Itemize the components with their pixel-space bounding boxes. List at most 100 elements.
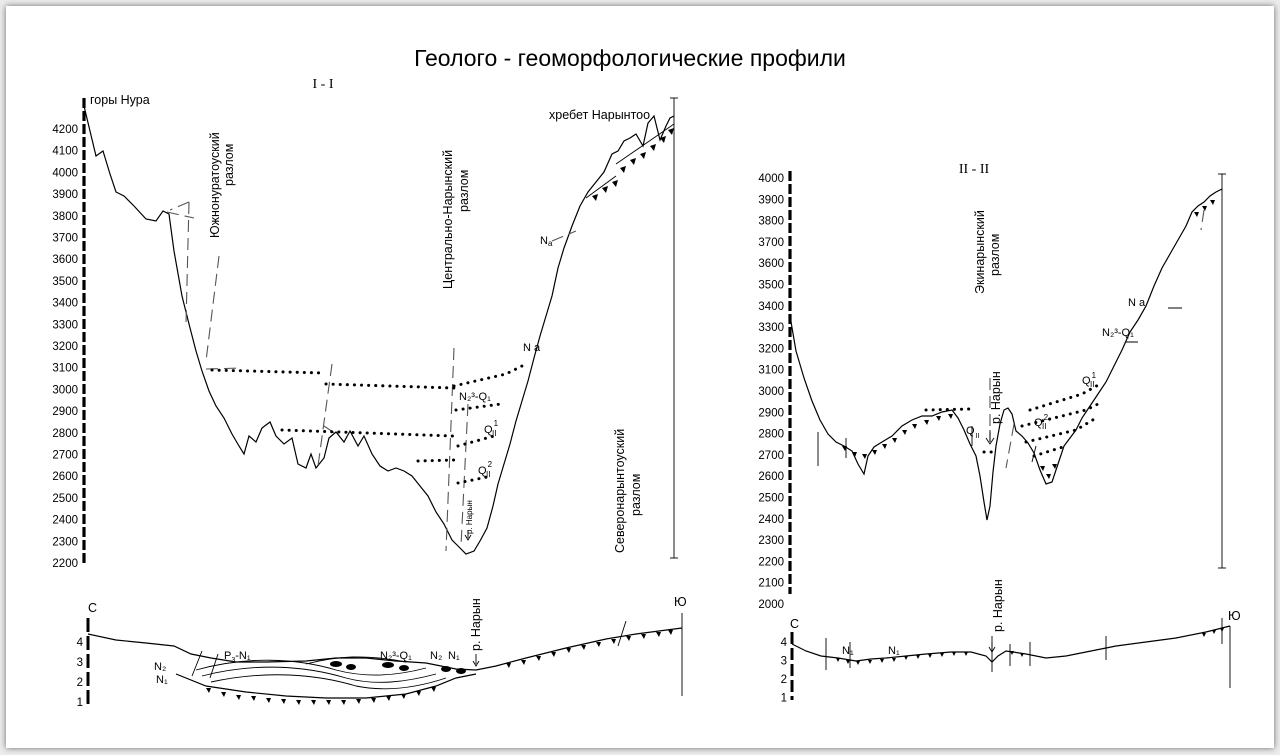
section-1-title: I - I <box>313 77 334 92</box>
section-1-tick-label: 2300 <box>52 536 78 548</box>
lower-1-label-nq: N₂³-Q₁ <box>380 650 412 662</box>
lower-1-blocks <box>330 661 466 674</box>
lower-1-tick-label: 1 <box>77 697 83 709</box>
lower-1-label-n2: N₂ <box>154 661 166 673</box>
section-1-unit-na: N a <box>523 342 541 354</box>
svg-text:р. Нарын: р. Нарын <box>469 598 483 651</box>
lower-1-faults <box>191 620 627 679</box>
section-2-unit-nq: N₂³-Q₁ <box>1102 327 1134 339</box>
lower-2-tick-label: 1 <box>781 693 787 705</box>
section-1-tick-label: 2200 <box>52 558 78 570</box>
svg-text:р. Нарын: р. Нарын <box>465 500 474 534</box>
section-1-tick-label: 2800 <box>52 428 78 440</box>
svg-text:Южнонуратоуский: Южнонуратоуский <box>208 132 222 238</box>
section-1-tick-label: 3000 <box>52 384 78 396</box>
section-1-tick-label: 2600 <box>52 471 78 483</box>
section-2-tick-label: 3100 <box>758 365 784 377</box>
section-1-tick-label: 2500 <box>52 493 78 505</box>
section-1-tick-label: 3500 <box>52 276 78 288</box>
lower-1-river-marker: р. Нарын <box>469 598 483 667</box>
section-2-tick-label: 2600 <box>758 471 784 483</box>
svg-text:р. Нарын: р. Нарын <box>991 579 1005 632</box>
section-1-left-scale: 4200410040003900380037003600350034003300… <box>52 98 86 570</box>
lower-2-label-n1a: N₁ <box>842 645 854 657</box>
lower-1-tick-label: 4 <box>77 637 84 649</box>
section-2-tick-label: 3900 <box>758 194 784 206</box>
section-2-tick-label: 2100 <box>758 578 784 590</box>
section-2-profile <box>789 188 1223 521</box>
lower-2-surface <box>791 625 1231 663</box>
section-2-tick-label: 3300 <box>758 322 784 334</box>
section-1-peak-right: хребет Нарынтоо <box>549 108 650 122</box>
lower-2-tick-label: 3 <box>781 656 787 668</box>
lower-1-label-p: P3-N₁ <box>224 650 251 664</box>
section-1-fault-label-north-naryntoo: Северонарынтоуский разлом <box>613 429 643 553</box>
section-1-tick-label: 3300 <box>52 319 78 331</box>
lower-2-tick-label: 2 <box>781 674 787 686</box>
figure-sheet: Геолого - геоморфологические профили I -… <box>6 6 1274 748</box>
section-1-tick-label: 2700 <box>52 450 78 462</box>
section-2-tick-label: 2200 <box>758 556 784 568</box>
section-1-terrace-levels <box>210 364 524 485</box>
section-1-tick-label: 3800 <box>52 211 78 223</box>
section-2-tick-label: 3800 <box>758 216 784 228</box>
lower-1-north: С <box>88 601 97 615</box>
section-1-tick-label: 4100 <box>52 146 78 158</box>
svg-text:разлом: разлом <box>222 144 236 186</box>
section-1-fault-label-central-naryn: Центрально-Нарынский разлом <box>441 150 471 289</box>
section-2-tick-label: 3000 <box>758 386 784 398</box>
section-1-tick-label: 3600 <box>52 254 78 266</box>
section-2-tick-label: 2800 <box>758 429 784 441</box>
section-2-tick-label: 2700 <box>758 450 784 462</box>
section-2-tick-label: 2500 <box>758 493 784 505</box>
svg-text:р. Нарын: р. Нарын <box>989 371 1003 424</box>
section-2-left-scale: 4000390038003700360035003400330032003100… <box>758 171 792 611</box>
lower-2-river-marker: р. Нарын <box>988 579 1005 653</box>
lower-1-tick-label: 3 <box>77 657 83 669</box>
lower-1-tick-label: 2 <box>77 677 83 689</box>
section-2-thrust-markers <box>842 200 1215 479</box>
geologic-profiles-figure: Геолого - геоморфологические профили I -… <box>52 45 1241 709</box>
section-2-tick-label: 3400 <box>758 301 784 313</box>
figure-title: Геолого - геоморфологические профили <box>414 45 846 71</box>
section-2-tick-label: 3200 <box>758 343 784 355</box>
section-1-tick-label: 4200 <box>52 124 78 136</box>
lower-2-north: С <box>790 617 799 631</box>
section-1-thrust-markers <box>585 123 675 201</box>
section-1-peak-left: горы Нура <box>90 93 150 107</box>
svg-text:Центрально-Нарынский: Центрально-Нарынский <box>441 150 455 289</box>
lower-2-tick-label: 4 <box>781 637 788 649</box>
section-2-title: II - II <box>959 162 990 177</box>
section-2-tick-label: 2300 <box>758 535 784 547</box>
section-1-river-marker: р. Нарын <box>464 500 474 541</box>
section-1-tick-label: 2900 <box>52 406 78 418</box>
section-1-tick-label: 3200 <box>52 341 78 353</box>
section-1-unit-n: Na <box>540 235 553 248</box>
section-2-unit-na: N a <box>1128 297 1146 309</box>
section-1-tick-label: 4000 <box>52 167 78 179</box>
section-1-fault-label-south-nura: Южнонуратоуский разлом <box>208 132 236 238</box>
svg-text:разлом: разлом <box>457 170 471 212</box>
section-2-faults <box>817 209 1205 469</box>
section-1-tick-label: 3900 <box>52 189 78 201</box>
lower-1-south: Ю <box>674 595 687 609</box>
lower-2-south: Ю <box>1228 609 1241 623</box>
section-2-unit-q-left: QII <box>966 425 980 440</box>
svg-text:Северонарынтоуский: Северонарынтоуский <box>613 429 627 553</box>
lower-1-thrust-markers <box>206 630 673 705</box>
section-2-river-marker: р. Нарын <box>985 371 1003 445</box>
section-2-tick-label: 2400 <box>758 514 784 526</box>
section-1-faults <box>166 201 577 552</box>
lower-2-faults <box>825 618 1223 672</box>
section-2-tick-label: 2900 <box>758 407 784 419</box>
svg-text:разлом: разлом <box>629 474 643 516</box>
section-1-tick-label: 3100 <box>52 363 78 375</box>
section-1-tick-label: 3400 <box>52 298 78 310</box>
section-2: II - II 40003900380037003600350034003300… <box>758 162 1226 611</box>
section-2-tick-label: 3700 <box>758 237 784 249</box>
lower-1-surface <box>87 627 683 671</box>
